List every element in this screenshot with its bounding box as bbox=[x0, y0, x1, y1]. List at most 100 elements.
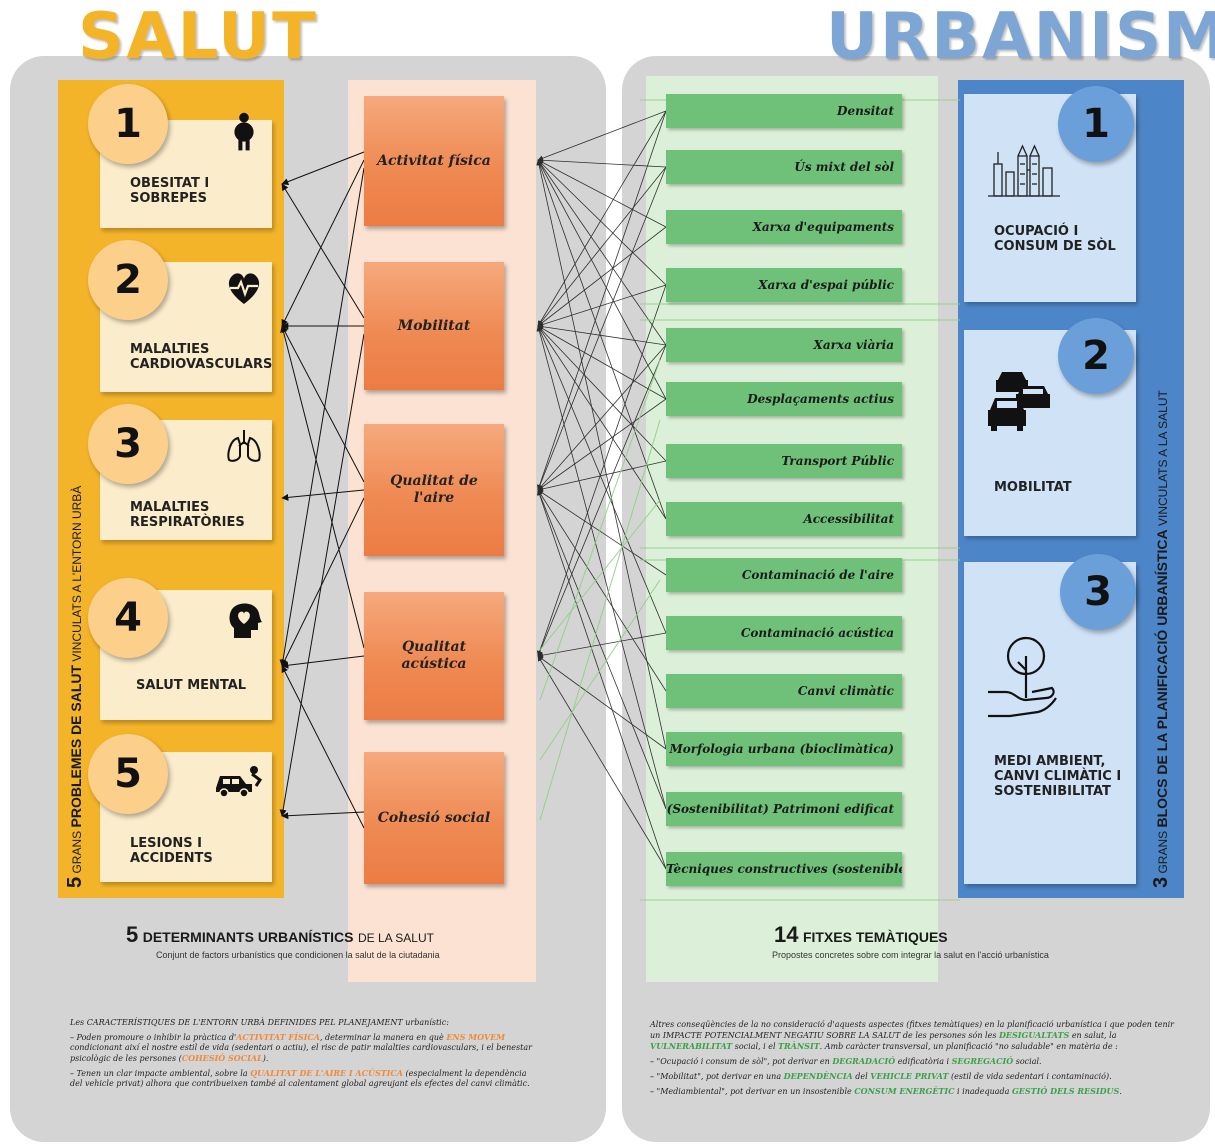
city-skyline-icon bbox=[988, 144, 1060, 197]
fitxa-arrow-20 bbox=[537, 159, 667, 520]
fitxa-arrow-31 bbox=[537, 655, 667, 870]
determinant-arrow-6 bbox=[281, 325, 365, 483]
determinant-mobilitat: Mobilitat bbox=[364, 262, 504, 390]
health-problem-label-4: SALUT MENTAL bbox=[136, 678, 247, 693]
fitxa-bar-4: Xarxa d'espai públic bbox=[666, 268, 902, 302]
health-problem-label-3: MALALTIES RESPIRATÒRIES bbox=[130, 500, 245, 530]
fitxa-arrow-11 bbox=[537, 159, 667, 346]
fitxes-section-title: 14 FITXES TEMÀTIQUES bbox=[774, 922, 948, 947]
fitxa-arrow-21 bbox=[537, 325, 667, 520]
tree-hand-icon bbox=[988, 636, 1057, 718]
determinant-cohesio-social: Cohesió social bbox=[364, 752, 504, 884]
determinant-activitat-fisica: Activitat física bbox=[364, 96, 504, 226]
fitxa-arrow-9 bbox=[537, 284, 667, 328]
fitxa-bar-13: (Sostenibilitat) Patrimoni edificat bbox=[666, 792, 902, 826]
health-problem-number-5: 5 bbox=[88, 734, 168, 814]
determinant-qualitat-aire: Qualitat de l'aire bbox=[364, 424, 504, 556]
fitxa-arrow-26 bbox=[536, 159, 667, 750]
determinant-arrow-5 bbox=[279, 333, 365, 817]
notes-right: Altres conseqüències de la no considerac… bbox=[650, 1020, 1176, 1101]
fitxa-arrow-4 bbox=[537, 166, 667, 327]
fitxa-arrow-19 bbox=[537, 460, 667, 492]
bloc-label-1: OCUPACIÓ I CONSUM DE SÒL bbox=[994, 224, 1116, 254]
heart-pulse-icon bbox=[228, 273, 260, 304]
fitxa-arrow-6 bbox=[537, 159, 667, 228]
fitxa-arrow-17 bbox=[537, 398, 667, 491]
determinants-section-subtitle: Conjunt de factors urbanístics que condi… bbox=[156, 950, 440, 960]
fitxa-arrow-30 bbox=[536, 489, 667, 870]
health-problem-card-5: LESIONS I ACCIDENTS bbox=[100, 752, 272, 882]
bloc-label-2: MOBILITAT bbox=[994, 480, 1072, 495]
head-heart-icon bbox=[229, 603, 262, 638]
bloc-card-2: MOBILITAT bbox=[964, 330, 1136, 536]
health-problem-label-1: OBESITAT I SOBREPES bbox=[130, 176, 210, 206]
determinants-section-title: 5 DETERMINANTS URBANÍSTICS DE LA SALUT bbox=[126, 922, 434, 947]
fitxa-bar-3: Xarxa d'equipaments bbox=[666, 210, 902, 244]
green-connector-2 bbox=[539, 499, 661, 651]
urbanisme-title: URBANISME bbox=[826, 0, 1215, 74]
determinant-arrow-8 bbox=[281, 497, 365, 667]
bloc-number-2: 2 bbox=[1058, 318, 1134, 394]
fitxa-arrow-14 bbox=[537, 344, 667, 657]
health-problem-card-2: MALALTIES CARDIOVASCULARS bbox=[100, 262, 272, 392]
fitxa-arrow-23 bbox=[537, 632, 667, 658]
fitxa-arrow-25 bbox=[537, 489, 667, 692]
determinant-arrow-12 bbox=[281, 811, 365, 820]
fitxa-arrow-12 bbox=[537, 323, 667, 346]
fitxa-arrow-8 bbox=[537, 159, 667, 286]
notes-left: Les CARACTERÍSTIQUES DE L'ENTORN URBÀ DE… bbox=[70, 1018, 534, 1093]
fitxa-arrow-16 bbox=[537, 325, 667, 400]
health-problem-number-2: 2 bbox=[88, 240, 168, 320]
fitxa-bar-2: Ús mixt del sòl bbox=[666, 150, 902, 184]
green-connector-3 bbox=[539, 579, 661, 761]
fitxa-arrow-2 bbox=[536, 110, 667, 491]
determinant-arrow-0 bbox=[281, 151, 365, 185]
notes-left-intro: Les CARACTERÍSTIQUES DE L'ENTORN URBÀ DE… bbox=[70, 1018, 449, 1027]
fitxa-bar-5: Xarxa viària bbox=[666, 328, 902, 362]
determinant-arrow-1 bbox=[281, 159, 365, 327]
fitxa-bar-7: Transport Públic bbox=[666, 444, 902, 478]
fitxa-arrow-5 bbox=[537, 166, 667, 491]
determinant-arrow-2 bbox=[279, 167, 365, 667]
fitxa-arrow-29 bbox=[536, 325, 667, 810]
fitxa-bar-9: Contaminació de l'aire bbox=[666, 558, 902, 592]
health-problem-number-4: 4 bbox=[88, 578, 168, 658]
determinant-arrow-7 bbox=[281, 489, 365, 501]
salut-title: SALUT bbox=[78, 0, 318, 74]
notes-left-bullet-1: – Poden promoure o inhibir la pràctica d… bbox=[70, 1032, 532, 1063]
fitxa-bar-1: Densitat bbox=[666, 94, 902, 128]
fitxa-bar-8: Accessibilitat bbox=[666, 502, 902, 536]
bloc-number-3: 3 bbox=[1060, 554, 1136, 630]
fitxa-bar-14: Tècniques constructives (sostenibles) bbox=[666, 852, 902, 886]
fitxa-arrow-22 bbox=[537, 489, 667, 576]
health-problem-number-1: 1 bbox=[88, 84, 168, 164]
fitxa-arrow-7 bbox=[537, 226, 667, 327]
fitxa-arrow-15 bbox=[537, 159, 667, 400]
determinant-qualitat-acustica: Qualitat acústica bbox=[364, 592, 504, 720]
notes-right-bullet-1: – "Ocupació i consum de sòl", pot deriva… bbox=[650, 1056, 1042, 1066]
green-connector-0 bbox=[539, 419, 661, 821]
fitxa-bar-10: Contaminació acústica bbox=[666, 616, 902, 650]
notes-right-bullet-2: – "Mobilitat", pot derivar en una DEPEND… bbox=[650, 1071, 1112, 1081]
car-accident-icon bbox=[216, 766, 263, 798]
lungs-icon bbox=[227, 430, 261, 462]
fitxa-bar-11: Canvi climàtic bbox=[666, 674, 902, 708]
fitxa-arrow-18 bbox=[537, 325, 667, 462]
fitxa-arrow-3 bbox=[537, 157, 667, 168]
health-problem-number-3: 3 bbox=[88, 404, 168, 484]
fitxa-arrow-0 bbox=[537, 110, 667, 161]
determinant-arrow-3 bbox=[281, 183, 365, 319]
notes-left-bullet-2: – Tenen un clar impacte ambiental, sobre… bbox=[70, 1068, 530, 1088]
fitxa-arrow-13 bbox=[537, 344, 667, 491]
fitxa-arrow-28 bbox=[537, 489, 667, 810]
health-problem-label-2: MALALTIES CARDIOVASCULARS bbox=[130, 342, 273, 372]
determinant-arrow-11 bbox=[281, 665, 365, 829]
fitxa-arrow-27 bbox=[537, 655, 667, 750]
determinant-arrow-10 bbox=[281, 655, 365, 669]
health-problem-label-5: LESIONS I ACCIDENTS bbox=[130, 836, 213, 866]
notes-right-intro: Altres conseqüències de la no considerac… bbox=[650, 1020, 1174, 1051]
bloc-number-1: 1 bbox=[1058, 86, 1134, 162]
bloc-label-3: MEDI AMBIENT, CANVI CLIMÀTIC I SOSTENIBI… bbox=[994, 754, 1122, 799]
traffic-cars-icon bbox=[988, 372, 1050, 431]
